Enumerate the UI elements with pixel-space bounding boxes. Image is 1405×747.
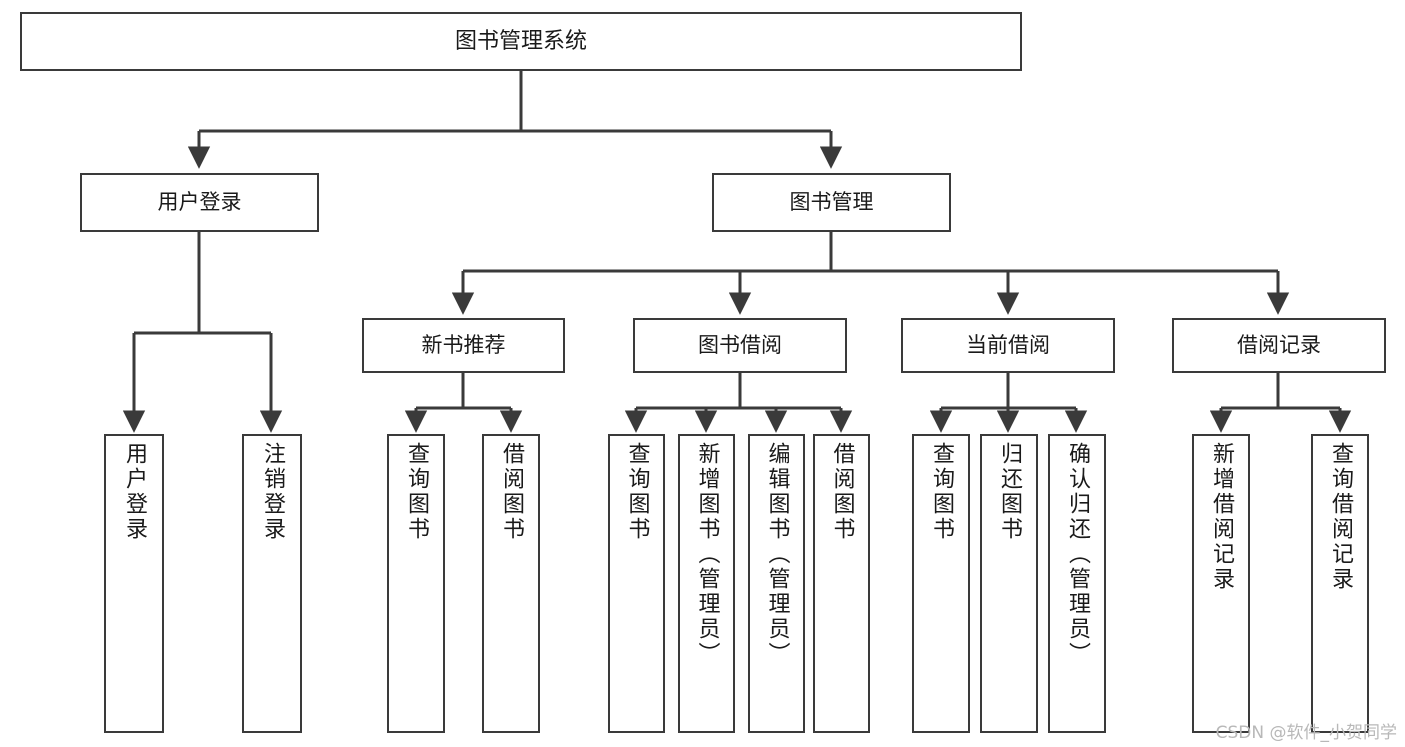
leaf-borrow-book-recommendation[interactable]: 借阅图书 — [482, 434, 540, 733]
node-label: 查询借阅记录 — [1328, 442, 1353, 592]
node-borrow-record[interactable]: 借阅记录 — [1172, 318, 1386, 373]
leaf-add-borrow-record[interactable]: 新增借阅记录 — [1192, 434, 1250, 733]
node-label: 编辑图书（管理员） — [764, 442, 790, 667]
leaf-query-book-recommendation[interactable]: 查询图书 — [387, 434, 445, 733]
node-label: 新书推荐 — [421, 333, 506, 358]
leaf-query-book-current[interactable]: 查询图书 — [912, 434, 970, 733]
node-label: 确认归还（管理员） — [1065, 442, 1090, 667]
node-label: 查询图书 — [624, 442, 650, 542]
csdn-watermark: CSDN @软件_小贺同学 — [1215, 723, 1397, 743]
node-current-borrow[interactable]: 当前借阅 — [901, 318, 1115, 373]
node-label: 查询图书 — [404, 442, 429, 542]
node-new-book-recommendation[interactable]: 新书推荐 — [362, 318, 565, 373]
node-label: 归还图书 — [997, 442, 1022, 542]
node-label: 用户登录 — [157, 190, 242, 215]
node-label: 新增借阅记录 — [1209, 442, 1234, 592]
leaf-confirm-return-admin[interactable]: 确认归还（管理员） — [1048, 434, 1106, 733]
node-label: 注销登录 — [260, 442, 285, 542]
leaf-query-book-borrow[interactable]: 查询图书 — [608, 434, 665, 733]
node-label: 借阅图书 — [829, 442, 855, 542]
node-label: 图书管理 — [789, 190, 874, 215]
leaf-logout-login[interactable]: 注销登录 — [242, 434, 302, 733]
node-label: 用户登录 — [122, 442, 147, 542]
leaf-borrow-book-borrow[interactable]: 借阅图书 — [813, 434, 870, 733]
node-label: 图书管理系统 — [454, 28, 587, 54]
node-label: 图书借阅 — [698, 333, 782, 358]
leaf-edit-book-admin[interactable]: 编辑图书（管理员） — [748, 434, 805, 733]
leaf-add-book-admin[interactable]: 新增图书（管理员） — [678, 434, 735, 733]
node-label: 新增图书（管理员） — [694, 442, 720, 667]
node-book-management[interactable]: 图书管理 — [712, 173, 951, 232]
node-label: 当前借阅 — [966, 333, 1050, 358]
node-root-book-management-system[interactable]: 图书管理系统 — [20, 12, 1022, 71]
node-label: 借阅记录 — [1237, 333, 1321, 358]
node-user-login[interactable]: 用户登录 — [80, 173, 319, 232]
node-label: 借阅图书 — [499, 442, 524, 542]
leaf-query-borrow-record[interactable]: 查询借阅记录 — [1311, 434, 1369, 733]
leaf-user-login[interactable]: 用户登录 — [104, 434, 164, 733]
leaf-return-book[interactable]: 归还图书 — [980, 434, 1038, 733]
node-book-borrow[interactable]: 图书借阅 — [633, 318, 847, 373]
node-label: 查询图书 — [929, 442, 954, 542]
